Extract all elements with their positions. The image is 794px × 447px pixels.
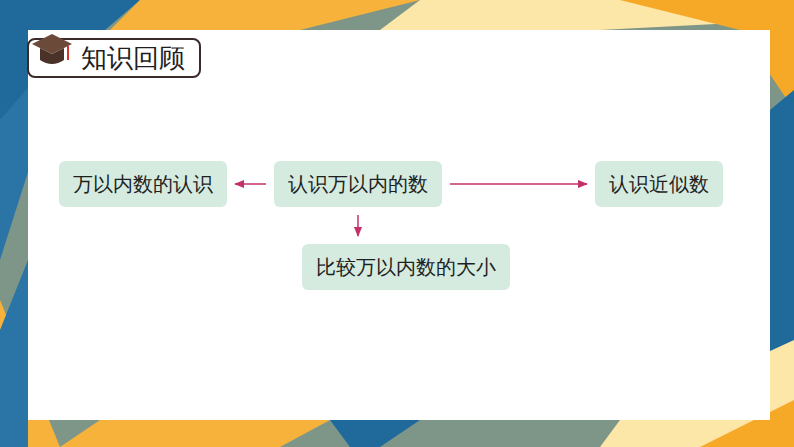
topic-box: 比较万以内数的大小 [302,244,510,290]
box-label: 认识万以内的数 [288,172,428,196]
frame-shape [0,260,28,447]
topic-box: 认识近似数 [595,161,723,207]
box-label: 比较万以内数的大小 [316,255,496,279]
frame-shape [330,420,420,447]
box-label: 万以内数的认识 [73,172,213,196]
graduation-cap-icon [30,30,74,70]
heading: 知识回顾 [81,43,185,73]
topic-box: 认识万以内的数 [274,161,442,207]
topic-box: 万以内数的认识 [59,161,227,207]
cap-tassel [67,46,69,60]
content-panel [28,30,770,420]
frame-shape [60,420,330,447]
arrow-connector [235,183,266,185]
frame-shape [110,0,420,30]
cap-base [40,48,64,64]
arrow-connector [450,183,587,185]
box-label: 认识近似数 [609,172,709,196]
arrow-connector [357,215,359,236]
